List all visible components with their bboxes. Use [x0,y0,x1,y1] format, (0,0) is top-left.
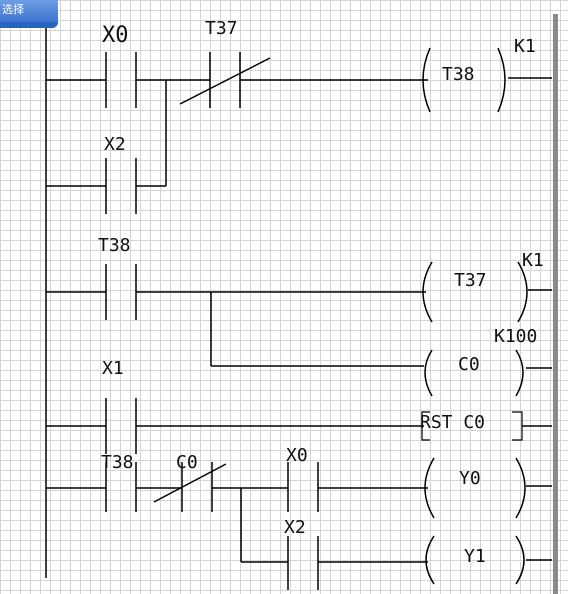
contact-x0-no-output[interactable] [287,462,319,512]
label-x2-output: X2 [284,517,306,538]
contact-t38-no[interactable] [105,264,137,320]
coil-y1[interactable] [425,535,525,585]
contact-c0-nc[interactable] [153,462,227,512]
rung-2 [46,261,552,397]
setting-k100-c0: K100 [494,326,537,347]
label-t38-enable: T38 [98,235,131,256]
label-t38-output: T38 [101,452,134,473]
label-c0-nc: C0 [176,452,198,473]
contact-t38-no-output[interactable] [105,462,137,512]
contact-x0-no[interactable] [105,52,137,108]
selection-tab[interactable]: 选择 [0,0,58,28]
coil-label-t37: T37 [454,270,487,291]
coil-label-t38: T38 [442,64,475,85]
label-t37: T37 [205,18,238,39]
coil-t37[interactable] [422,261,528,323]
label-x0-output: X0 [286,445,308,466]
contact-x2-no-branch[interactable] [105,158,137,214]
rung-1 [46,47,552,214]
label-x2-branch: X2 [104,134,126,155]
setting-k1-t37: K1 [522,250,544,271]
coil-label-y0: Y0 [459,468,481,489]
coil-label-c0: C0 [458,354,480,375]
coil-c0[interactable] [424,349,524,397]
contact-x1-no[interactable] [105,398,137,454]
rung-4 [46,457,552,590]
right-power-rail [553,14,558,594]
setting-k1-t38: K1 [514,36,536,57]
rung-3 [46,398,552,454]
label-x0: X0 [102,23,129,48]
contact-x2-no-output[interactable] [287,536,319,590]
coil-t38[interactable] [422,47,506,113]
coil-y0[interactable] [424,457,526,519]
coil-label-y1: Y1 [464,546,486,567]
instruction-label-rst-c0: RST C0 [420,412,485,433]
label-x1: X1 [102,358,124,379]
selection-tab-label: 选择 [2,3,24,16]
